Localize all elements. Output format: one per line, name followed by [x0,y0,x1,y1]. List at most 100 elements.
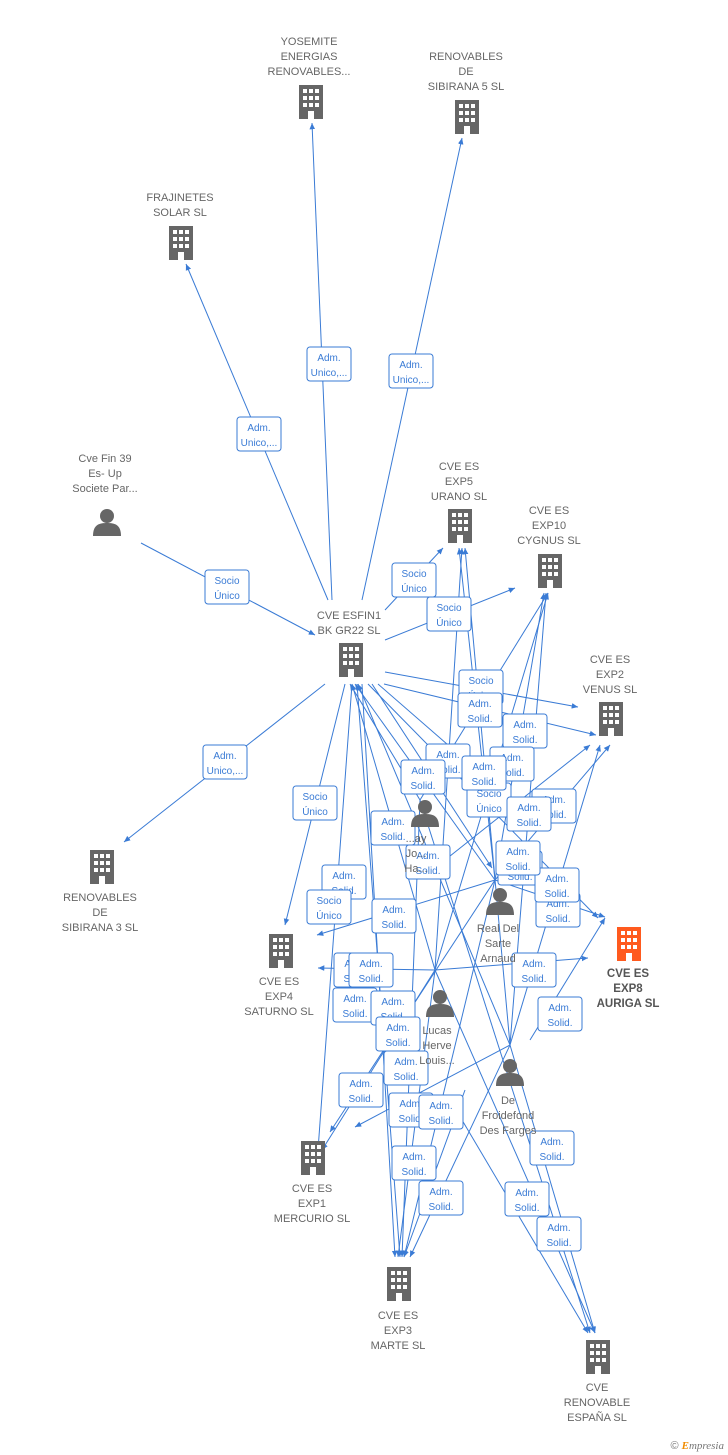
edge-label[interactable]: Adm.Solid. [502,713,548,749]
node-label-line: Louis... [419,1055,454,1067]
edge-label-text: Adm. [317,353,340,364]
edge-label-box [506,796,552,832]
edge-label-box [418,1094,464,1130]
edge-label[interactable]: Adm. Solid. [418,1094,464,1130]
edge-label[interactable]: Adm.Solid. [375,1016,421,1052]
edge-label[interactable]: Adm.Solid. [534,867,580,903]
node-label-line: Ha... [404,863,427,875]
edge-label-box [292,785,338,821]
building-icon [301,1141,325,1175]
edge-label-text: Socio [401,569,426,580]
empresia-credit[interactable]: ©Empresia [671,1440,725,1452]
node-label-line: CVE ES [607,968,650,980]
edge-label[interactable]: Adm.Solid. [537,996,583,1032]
node-label-line: CVE ES [590,654,630,666]
edge-label[interactable]: Adm.Solid. [495,840,541,876]
edge-label[interactable]: Adm.Solid. [504,1181,550,1217]
node-label-line: CVE ESFIN1 [317,610,381,622]
edge-label-box [426,596,472,632]
edge-label[interactable]: Adm.Solid. [461,755,507,791]
edge-label[interactable]: Adm.Solid. [332,987,378,1023]
edge-label-text: Solid. [428,1116,453,1127]
building-icon [599,702,623,736]
edge-label-text: Solid. [499,768,524,779]
node-label-line: Societe Par... [72,483,137,495]
edge-label[interactable]: Adm.Solid. [348,952,394,988]
edge-label-text: Solid. [467,714,492,725]
edge-label[interactable]: Adm.Solid. [529,1130,575,1166]
edge-label-text: Adm. [542,795,565,806]
edge-label[interactable]: Adm.Solid. [371,898,417,934]
edge-label-text: Solid. [380,832,405,843]
node-label-line: EXP2 [596,669,624,681]
edge-label-text: Adm. [545,874,568,885]
edge-label-text: Adm. [394,1057,417,1068]
edge-label-text: Solid. [546,1238,571,1249]
node-label-line: Real Del [477,923,519,935]
company-node-yosemite[interactable]: YOSEMITEENERGIASRENOVABLES... [268,36,351,119]
edge-label-text: Adm. [382,905,405,916]
node-label-line: Arnaud [480,953,515,965]
node-label-line: EXP10 [532,520,566,532]
edge-label[interactable]: Adm.Solid. [457,692,503,728]
edge-label-text: Solid. [385,1038,410,1049]
edge-label[interactable]: Adm.Solid. [370,810,416,846]
node-label-line: EXP8 [613,983,643,995]
edge-label[interactable]: Adm.Unico,... [202,744,248,780]
edge-label[interactable]: Adm.Solid. [400,759,446,795]
edge-label[interactable]: Adm.Solid. [338,1072,384,1108]
edge-label[interactable]: Adm.Unico,... [388,353,434,389]
edge-label[interactable]: Adm.Solid. [405,844,451,880]
copyright-symbol: © [670,1440,679,1452]
person-node-p_lucas[interactable]: LucasHerveLouis... [419,990,455,1067]
node-label-line: RENOVABLES [63,892,137,904]
node-label-line: Froidefond [482,1110,535,1122]
edge-label[interactable]: Adm.Unico,... [236,416,282,452]
node-label-line: CVE ES [439,461,479,473]
edge-label[interactable]: Adm.Solid. [391,1145,437,1181]
building-icon [169,226,193,260]
edge-label[interactable]: Adm.Solid. [418,1180,464,1216]
edge-label-text: Adm. [429,1101,452,1112]
node-label-line: RENOVABLE [564,1397,630,1409]
edge-label-box [306,346,352,382]
edge-label[interactable]: Adm.Solid. [383,1050,429,1086]
edge-label-text: Único [316,909,342,922]
edge-label[interactable]: Adm.Unico,... [306,346,352,382]
edge-label-box [536,1216,582,1252]
relation-edge [321,969,436,1151]
edge-label[interactable]: Adm.Solid. [536,1216,582,1252]
edge-label-box [204,569,250,605]
edge-label-text: Adm. [416,851,439,862]
node-label-line: Jo... [406,848,427,860]
edge-label[interactable]: Adm.Solid. [506,796,552,832]
edge-label-text: Solid. [348,1094,373,1105]
person-node-p_jo[interactable]: ...ayJo...Ha... [404,800,439,875]
edge-label[interactable]: Adm.Solid. [511,952,557,988]
edge-label-box [391,1145,437,1181]
node-label-line: YOSEMITE [281,36,338,48]
edge-label-text: Adm. [515,1188,538,1199]
edge-label-text: Adm. [402,1152,425,1163]
